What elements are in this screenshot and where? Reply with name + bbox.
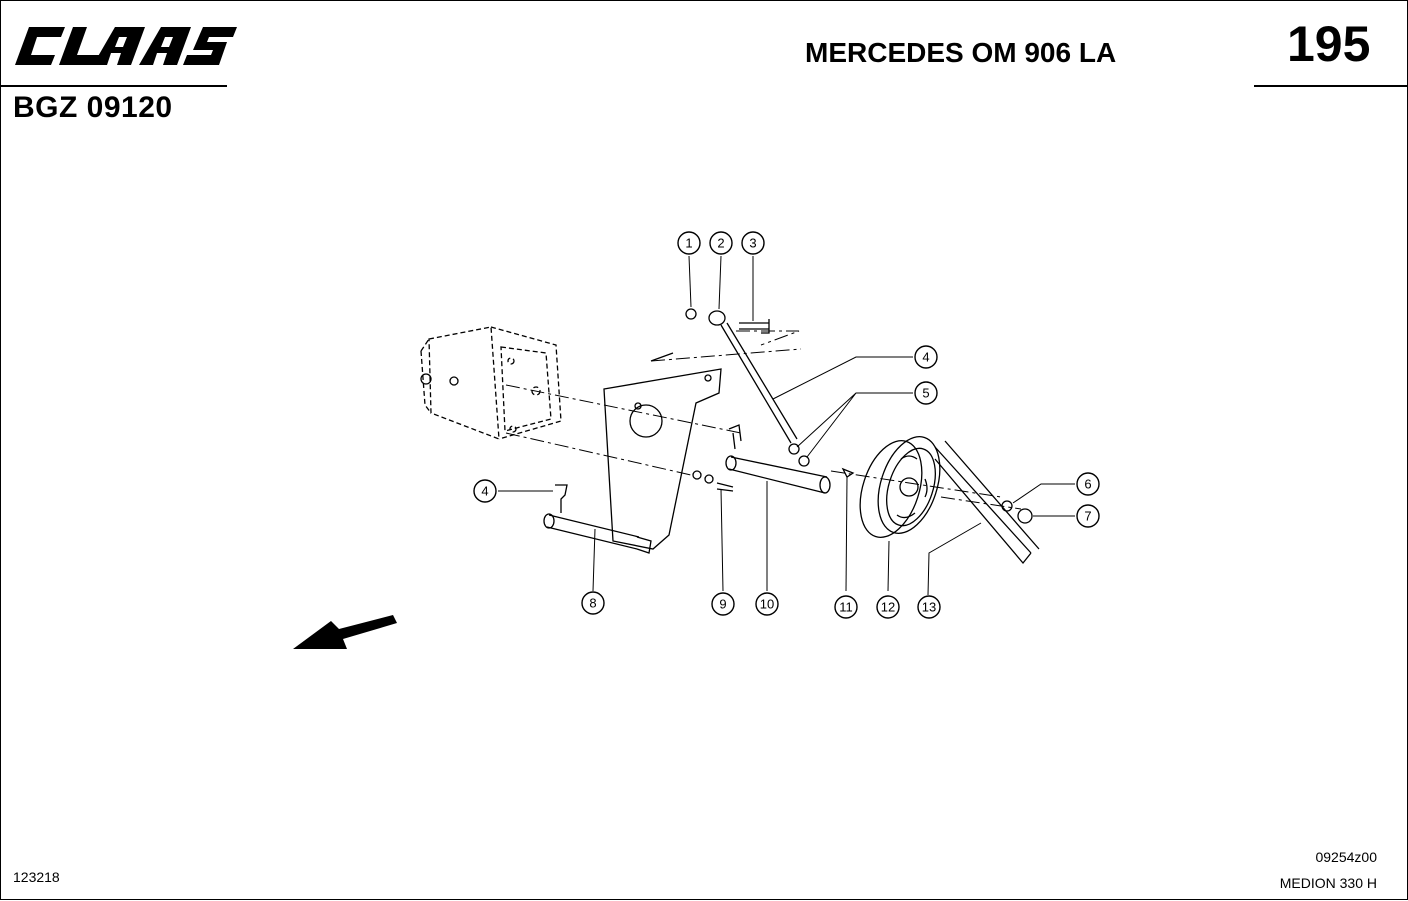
callout-4-left: 4: [473, 479, 497, 503]
page-number: 195: [1287, 16, 1371, 72]
engine-title: MERCEDES OM 906 LA: [805, 37, 1117, 68]
sheet-code: 123218: [13, 869, 60, 885]
callout-6: 6: [1076, 472, 1100, 496]
svg-text:6: 6: [1084, 477, 1091, 492]
callout-10: 10: [755, 592, 779, 616]
alternator-outline: [420, 326, 562, 440]
machine-model: MEDION 330 H: [1279, 875, 1377, 891]
document-code: BGZ 09120: [13, 91, 173, 124]
svg-text:10: 10: [760, 597, 774, 612]
svg-text:12: 12: [881, 600, 895, 615]
callout-2: 2: [709, 231, 733, 255]
svg-text:3: 3: [749, 236, 756, 251]
mounting-bracket: [603, 368, 722, 550]
svg-text:1: 1: [685, 236, 692, 251]
svg-text:9: 9: [719, 597, 726, 612]
callout-13: 13: [917, 595, 941, 619]
svg-text:7: 7: [1084, 509, 1091, 524]
callout-9: 9: [711, 592, 735, 616]
header-rule-right: [1254, 85, 1407, 87]
callout-8: 8: [581, 591, 605, 615]
callout-12: 12: [876, 595, 900, 619]
claas-logo: [15, 27, 237, 65]
svg-text:5: 5: [922, 386, 929, 401]
callout-4-upper: 4: [914, 345, 938, 369]
callout-5: 5: [914, 381, 938, 405]
header-rule-left: [1, 85, 227, 87]
drawing-code: 09254z00: [1315, 849, 1377, 865]
callout-3: 3: [741, 231, 765, 255]
svg-text:13: 13: [922, 600, 936, 615]
svg-text:8: 8: [589, 596, 596, 611]
svg-text:4: 4: [481, 484, 488, 499]
svg-text:11: 11: [839, 600, 853, 615]
callout-7: 7: [1076, 504, 1100, 528]
svg-text:4: 4: [922, 350, 929, 365]
callout-11: 11: [834, 595, 858, 619]
svg-text:2: 2: [717, 236, 724, 251]
direction-arrow: [293, 615, 397, 649]
callout-1: 1: [677, 231, 701, 255]
